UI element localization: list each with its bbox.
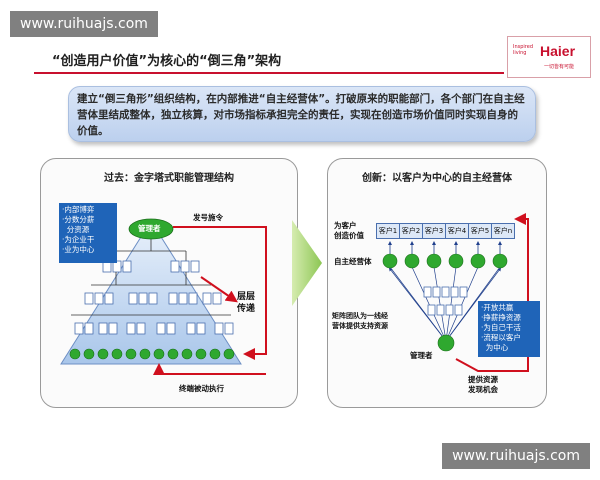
logo-tagline-cn: 一切皆有可能 — [544, 64, 575, 70]
right-info-line-4: ·流程以客户 — [481, 333, 521, 342]
haier-logo: Inspired living Haier 一切皆有可能 — [507, 36, 591, 78]
watermark-top: www.ruihuajs.com — [10, 11, 158, 37]
pyramid-diagram — [60, 218, 267, 375]
right-info-line-1: ·开放共赢 — [481, 303, 514, 312]
command-label: 发号施令 — [193, 213, 223, 222]
left-info-line-2: ·分数分薪 — [62, 215, 95, 224]
layers-label: 层层 传递 — [237, 292, 256, 314]
customer-arrows — [388, 241, 502, 255]
left-info-line-4: ·为企业干 — [62, 235, 95, 244]
logo-brand: Haier — [540, 43, 576, 59]
resource-arrow — [455, 213, 529, 372]
right-manager-label: 管理者 — [410, 351, 433, 360]
left-info-box: ·内部博弈 ·分数分薪 分资源 ·为企业干 ·业为中心 — [59, 203, 117, 263]
self-unit-label: 自主经营体 — [334, 257, 372, 266]
right-info-box: ·开放共赢 ·挣薪挣资源 ·为自己干活 ·流程以客户 为中心 — [478, 301, 540, 357]
left-panel-title: 过去：金字塔式职能管理结构 — [104, 173, 234, 184]
feedback-arrow — [153, 363, 266, 375]
customer-cell: 客户4 — [446, 224, 469, 238]
matrix-boxes — [423, 286, 468, 316]
customer-row: 客户1 客户2 客户3 客户4 客户5 客户n — [376, 223, 515, 239]
pyramid-level-3 — [84, 292, 222, 305]
self-unit-nodes — [382, 253, 508, 269]
pyramid-level-2 — [102, 260, 200, 273]
right-panel-inverted: 创新：以客户为中心的自主经营体 — [327, 158, 547, 408]
customer-cell: 客户3 — [423, 224, 446, 238]
customer-cell: 客户5 — [469, 224, 492, 238]
left-panel-pyramid: 过去：金字塔式职能管理结构 — [40, 158, 298, 408]
customer-cell: 客户2 — [400, 224, 423, 238]
transition-arrow — [292, 220, 322, 306]
left-info-line-3: 分资源 — [62, 225, 90, 234]
left-info-line-5: ·业为中心 — [62, 245, 95, 254]
left-manager-node — [128, 218, 174, 240]
logo-tagline-en: Inspired living — [513, 44, 534, 56]
title-underline — [34, 72, 504, 74]
pyramid-level-4 — [74, 322, 234, 335]
convergence-lines — [388, 266, 502, 342]
watermark-bottom: www.ruihuajs.com — [442, 443, 590, 469]
right-manager-node — [437, 334, 455, 352]
right-panel-title: 创新：以客户为中心的自主经营体 — [362, 173, 512, 184]
right-info-line-2: ·挣薪挣资源 — [481, 313, 521, 322]
right-info-line-3: ·为自己干活 — [481, 323, 521, 332]
matrix-label: 矩阵团队为一线经 营体提供支持资源 — [332, 312, 388, 330]
customer-value-label: 为客户 创造价值 — [334, 221, 364, 240]
command-arrow — [173, 226, 267, 360]
right-info-line-5: 为中心 — [481, 343, 509, 352]
inverted-pyramid-diagram — [382, 213, 529, 372]
left-info-line-1: ·内部博弈 — [62, 205, 95, 214]
passive-label: 终端被动执行 — [179, 384, 224, 393]
customer-cell: 客户n — [493, 227, 513, 235]
terminal-nodes — [69, 348, 235, 360]
resources-label: 提供资源 发现机会 — [468, 375, 498, 394]
description-banner: 建立“倒三角形”组织结构，在内部推进“自主经营体”。打破原来的职能部门，各个部门… — [68, 86, 536, 142]
slide-title: “创造用户价值”为核心的“倒三角”架构 — [52, 54, 282, 69]
left-manager-label: 管理者 — [138, 224, 161, 233]
customer-cell: 客户1 — [377, 224, 400, 238]
